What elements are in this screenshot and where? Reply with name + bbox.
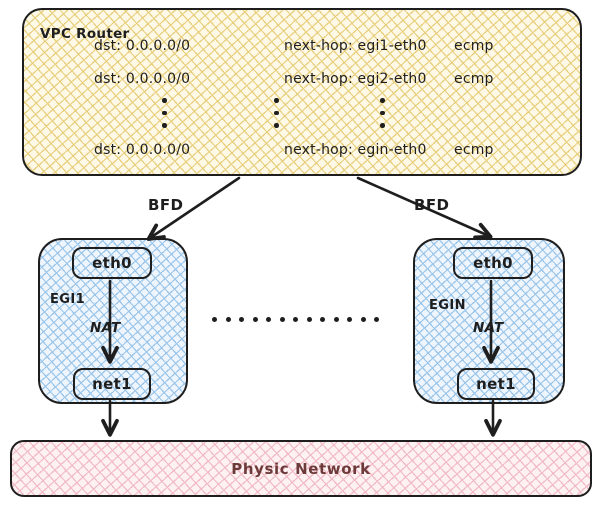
route-next-hop: next-hop: egi1-eth0 xyxy=(284,38,427,54)
route-mode: ecmp xyxy=(454,38,494,54)
egi1-box: eth0 EGI1 NAT net1 xyxy=(38,238,188,404)
egin-nat-label: NAT xyxy=(473,320,504,336)
physic-network-label: Physic Network xyxy=(231,459,371,478)
route-row: dst: 0.0.0.0/0 next-hop: egin-eth0 ecmp xyxy=(94,142,494,158)
egin-net1-box: net1 xyxy=(457,368,535,400)
egin-box: eth0 EGIN NAT net1 xyxy=(413,238,565,404)
route-row: dst: 0.0.0.0/0 next-hop: egi1-eth0 ecmp xyxy=(94,38,494,54)
vertical-ellipsis-icon xyxy=(162,98,167,128)
interface-label: eth0 xyxy=(92,254,132,272)
interface-label: net1 xyxy=(476,375,516,393)
route-row: dst: 0.0.0.0/0 next-hop: egi2-eth0 ecmp xyxy=(94,71,494,87)
vertical-ellipsis-icon xyxy=(380,98,385,128)
physic-network-box: Physic Network xyxy=(10,440,592,497)
bfd-label-left: BFD xyxy=(148,196,184,214)
interface-label: net1 xyxy=(92,375,132,393)
egi1-eth0-box: eth0 xyxy=(72,247,152,279)
horizontal-ellipsis-icon xyxy=(212,317,379,322)
route-next-hop: next-hop: egin-eth0 xyxy=(284,142,427,158)
route-dst: dst: 0.0.0.0/0 xyxy=(94,38,191,54)
route-mode: ecmp xyxy=(454,71,494,87)
bfd-label-right: BFD xyxy=(414,196,450,214)
route-dst: dst: 0.0.0.0/0 xyxy=(94,142,191,158)
vpc-router-title: VPC Router xyxy=(40,26,130,42)
egi1-net1-box: net1 xyxy=(73,368,151,400)
egi1-name: EGI1 xyxy=(50,292,86,307)
egi1-nat-label: NAT xyxy=(90,320,121,336)
route-dst: dst: 0.0.0.0/0 xyxy=(94,71,191,87)
vertical-ellipsis-icon xyxy=(274,98,279,128)
vpc-router-box: VPC Router dst: 0.0.0.0/0 next-hop: egi1… xyxy=(22,8,582,176)
route-next-hop: next-hop: egi2-eth0 xyxy=(284,71,427,87)
route-mode: ecmp xyxy=(454,142,494,158)
interface-label: eth0 xyxy=(473,254,513,272)
egin-name: EGIN xyxy=(429,298,466,313)
egin-eth0-box: eth0 xyxy=(453,247,533,279)
